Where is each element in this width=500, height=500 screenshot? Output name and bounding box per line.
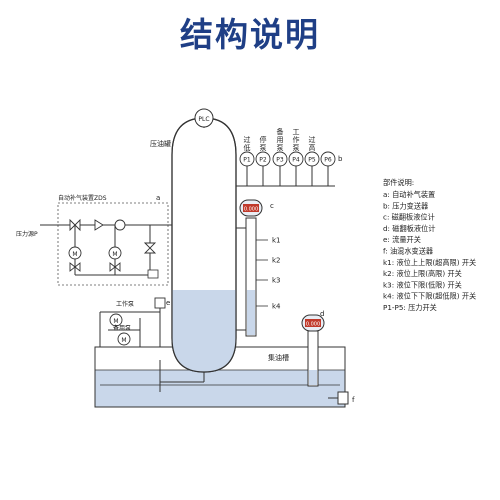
- pressure-source-label: 压力源P: [16, 230, 38, 238]
- pressure-switch-label: P5: [308, 157, 316, 164]
- pressure-switch-caption: 泵: [277, 144, 284, 152]
- legend-heading: 部件说明:: [383, 178, 414, 187]
- callout-b: b: [338, 155, 343, 163]
- pressure-switch-p2: P2 停泵: [255, 135, 271, 167]
- gauge-d-reading: 0.000: [306, 322, 320, 328]
- tank-label: 压油罐: [150, 139, 171, 148]
- callout-e: e: [166, 299, 170, 307]
- plc-label: PLC: [198, 116, 209, 123]
- pressure-switch-caption: 泵: [260, 144, 267, 152]
- page-title: 结构说明: [180, 15, 320, 54]
- pressure-switch-caption: 工: [293, 128, 300, 136]
- level-switch-k2: k2: [272, 257, 281, 265]
- legend-item: b: 压力变送器: [383, 201, 428, 210]
- gauge-c-reading: 0.000: [244, 207, 258, 213]
- legend-item: c: 磁翻板液位计: [383, 213, 435, 222]
- callout-c: c: [270, 202, 274, 210]
- legend-item: f: 油混水变送器: [383, 247, 433, 256]
- work-pump-label: 工作泵: [116, 300, 134, 308]
- pressure-switch-p4: P4 工作泵: [288, 128, 304, 167]
- pressure-switch-label: P6: [324, 157, 332, 164]
- legend-item: k4: 液位下下限(超低限) 开关: [383, 292, 476, 301]
- legend-item: k1: 液位上上限(超高限) 开关: [383, 258, 476, 267]
- sump-label: 集油槽: [268, 353, 289, 362]
- callout-d: d: [320, 310, 324, 318]
- pressure-switch-label: P1: [243, 157, 251, 164]
- zds-air-supply: [40, 202, 172, 286]
- standby-pump-motor: M: [121, 337, 126, 344]
- level-gauge-d: 0.000: [301, 314, 325, 387]
- pressure-switch-caption: 过: [309, 135, 316, 144]
- pressure-switch-caption: 过: [244, 135, 251, 144]
- level-switch-k3: k3: [272, 277, 281, 285]
- pressure-switch-label: P3: [276, 157, 284, 164]
- pressure-switch-caption: 用: [277, 136, 284, 144]
- legend-item: e: 流量开关: [383, 235, 421, 244]
- pressure-tank: [171, 117, 237, 382]
- pressure-switch-p3: P3 备用泵: [272, 127, 288, 167]
- level-switch-k1: k1: [272, 237, 281, 245]
- pressure-switch-caption: 作: [293, 135, 300, 144]
- pressure-switch-caption: 泵: [293, 144, 300, 152]
- pump-station: [99, 297, 204, 392]
- parts-legend: 部件说明: a: 自动补气装置 b: 压力变送器 c: 磁翻板液位计 d: 磁翻板液位计…: [383, 178, 476, 312]
- level-switch-k4: k4: [272, 303, 281, 311]
- standby-pump-label: 备用泵: [113, 324, 131, 332]
- pressure-switch-manifold: [236, 166, 335, 187]
- pressure-switch-caption: 备: [277, 127, 284, 136]
- pressure-switch-label: P2: [259, 157, 267, 164]
- pressure-switch-p5: P5 过高: [304, 135, 320, 167]
- level-gauge-c: 0.000: [236, 199, 268, 337]
- pressure-switch-caption: 低: [244, 143, 251, 152]
- zds-label: 自动补气装置ZDS: [58, 194, 107, 202]
- legend-item: a: 自动补气装置: [383, 190, 435, 199]
- legend-item: P1-P5: 压力开关: [383, 303, 437, 312]
- callout-a: a: [156, 194, 160, 202]
- legend-item: k3: 液位下限(低限) 开关: [383, 280, 462, 289]
- plc-unit: PLC: [194, 108, 214, 128]
- legend-item: d: 磁翻板液位计: [383, 224, 435, 233]
- pressure-switch-p6: P6: [320, 151, 336, 167]
- legend-item: k2: 液位上限(高限) 开关: [383, 269, 462, 278]
- pressure-switch-caption: 停: [260, 135, 267, 144]
- pressure-switch-label: P4: [292, 157, 300, 164]
- oil-water-transmitter: [328, 391, 349, 405]
- work-pump-motor: M: [113, 318, 118, 325]
- zds-motor-1: M: [72, 251, 77, 258]
- pressure-switch-p1: P1 过低: [239, 135, 255, 167]
- callout-f: f: [352, 396, 355, 404]
- zds-motor-2: M: [112, 251, 117, 258]
- pressure-switch-caption: 高: [309, 143, 316, 152]
